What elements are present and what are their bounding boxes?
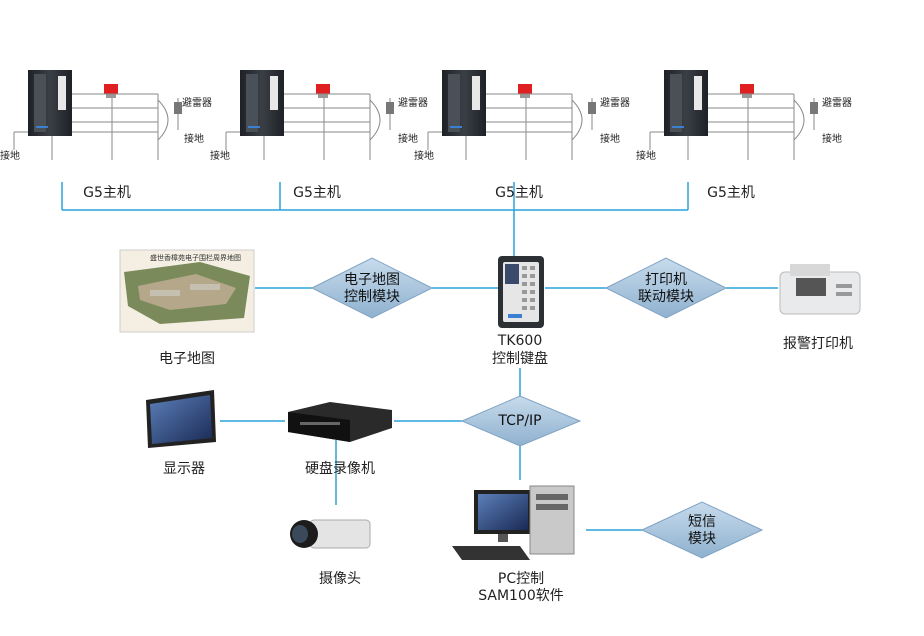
ground-label-right-4: 接地 [822,134,842,145]
host-label-1: G5主机 [83,185,131,201]
emap-control-line1: 电子地图 [344,272,400,288]
tcpip-module-label: TCP/IP [498,413,542,429]
dvr-label: 硬盘录像机 [305,461,375,477]
emap-control-module [310,257,434,319]
ground-label-left-3: 接地 [414,151,434,162]
alarm-printer-image [779,264,861,315]
ground-label-right-3: 接地 [600,134,620,145]
printer-label: 报警打印机 [783,336,853,352]
host-label-3: G5主机 [495,185,543,201]
lightning-arrester-label-2: 避雷器 [398,98,428,109]
ground-label-right-2: 接地 [398,134,418,145]
tcpip-module [460,395,582,447]
emap-image [119,249,255,333]
ground-label-right-1: 接地 [184,134,204,145]
camera-image [290,519,371,549]
emap-control-line2: 控制模块 [344,289,400,305]
printer-link-module [604,257,728,319]
monitor-label: 显示器 [163,461,205,477]
monitor-image [146,390,216,448]
ground-label-left-2: 接地 [210,151,230,162]
printer-link-line1: 打印机 [645,272,687,288]
printer-link-module-label: 打印机 联动模块 [621,272,711,306]
lightning-arrester-label-1: 避雷器 [182,98,212,109]
host-unit-2 [225,70,394,160]
ground-label-left-4: 接地 [636,151,656,162]
lightning-arrester-label-3: 避雷器 [600,98,630,109]
tk600-keyboard-image [498,256,544,328]
host-unit-1 [13,70,182,160]
host-unit-4 [649,70,818,160]
sms-line2: 模块 [688,531,716,547]
keyboard-line1: TK600 [497,333,543,349]
ground-label-left-1: 接地 [0,151,20,162]
keyboard-label: TK600 控制键盘 [470,332,570,368]
pc-image [452,485,575,560]
emap-image-title: 盛世香樟苑电子围栏周界地图 [150,254,241,262]
sms-line1: 短信 [688,514,716,530]
camera-label: 摄像头 [319,571,361,587]
host-label-2: G5主机 [293,185,341,201]
printer-link-line2: 联动模块 [638,289,694,305]
sms-module [640,501,764,559]
dvr-image [288,402,392,442]
host-unit-3 [427,70,596,160]
host-label-4: G5主机 [707,185,755,201]
pc-label: PC控制 SAM100软件 [466,571,576,605]
emap-label: 电子地图 [159,351,215,367]
lightning-arrester-label-4: 避雷器 [822,98,852,109]
pc-line1: PC控制 [497,571,545,587]
emap-control-module-label: 电子地图 控制模块 [327,272,417,306]
sms-module-label: 短信 模块 [657,514,747,548]
pc-line2: SAM100软件 [478,588,564,604]
keyboard-line2: 控制键盘 [492,351,548,367]
connection-lines [61,182,778,531]
